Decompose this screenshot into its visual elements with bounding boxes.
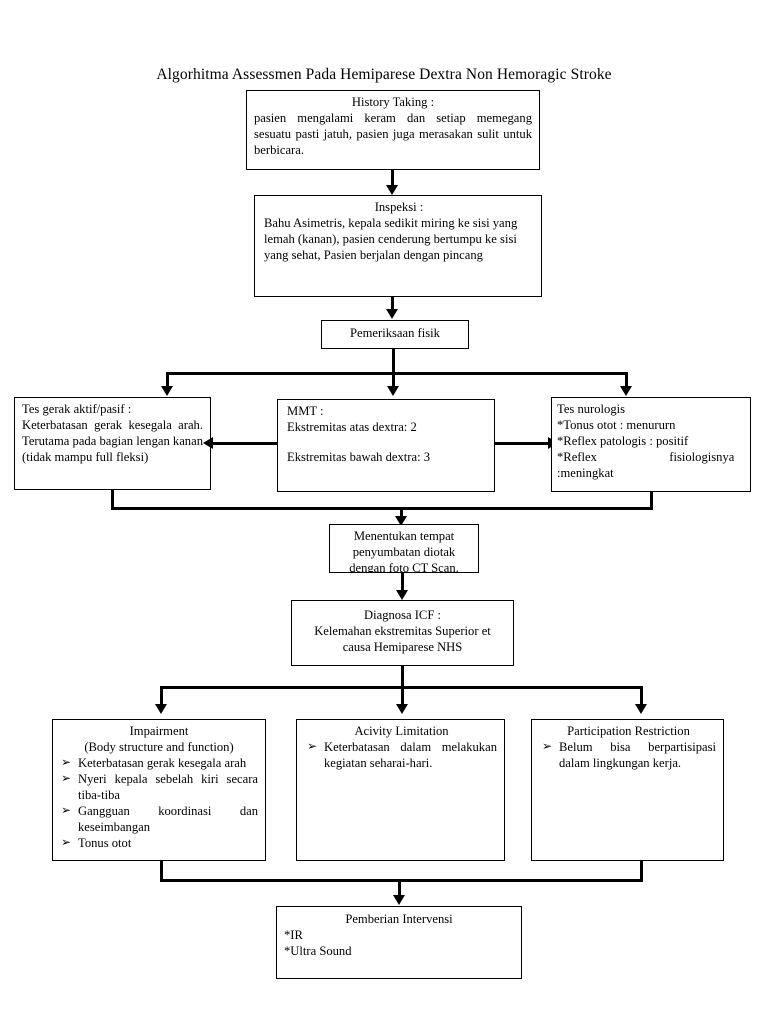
arrowhead-to-ct-scan bbox=[395, 516, 407, 526]
ct-scan-line-3: dengan foto CT Scan. bbox=[349, 560, 459, 573]
connector-impairment-down bbox=[160, 861, 163, 881]
intervensi-line-1: *IR bbox=[284, 927, 303, 942]
node-impairment: Impairment (Body structure and function)… bbox=[52, 719, 266, 861]
connector-mmt-to-tes-gerak bbox=[211, 442, 277, 445]
impairment-subheading: (Body structure and function) bbox=[84, 739, 234, 754]
connector-merge-stem-intervensi bbox=[398, 879, 401, 897]
node-tes-gerak: Tes gerak aktif/pasif : Keterbatasan ger… bbox=[14, 397, 211, 490]
diagnosa-line-2: causa Hemiparese NHS bbox=[342, 639, 463, 654]
connector-tes-gerak-down bbox=[111, 490, 114, 510]
list-item: ➢ Tonus otot bbox=[60, 835, 258, 852]
list-item: ➢ Keterbatasan gerak kesegala arah bbox=[60, 755, 258, 772]
arrowhead-to-participation bbox=[635, 704, 647, 714]
list-item-text: Nyeri kepala sebelah kiri secara tiba-ti… bbox=[78, 771, 258, 802]
arrowhead-ct-to-diagnosa bbox=[396, 590, 408, 600]
connector-branch-participation bbox=[640, 686, 643, 706]
node-mmt: MMT : Ekstremitas atas dextra: 2 Ekstrem… bbox=[277, 399, 495, 492]
arrowhead-bullet-icon: ➢ bbox=[61, 835, 72, 850]
intervensi-heading: Pemberian Intervensi bbox=[345, 912, 453, 926]
mmt-heading: MMT : bbox=[287, 404, 324, 418]
list-item-text: Gangguan koordinasi dan keseimbangan bbox=[78, 803, 258, 834]
connector-pemeriksaan-stem bbox=[392, 349, 395, 374]
connector-diagnosa-stem bbox=[401, 666, 404, 688]
arrowhead-mmt-to-tes-gerak bbox=[203, 437, 213, 449]
list-item: ➢ Gangguan koordinasi dan keseimbangan bbox=[60, 803, 258, 836]
intervensi-line-2: *Ultra Sound bbox=[284, 943, 352, 958]
ct-scan-line-1: Menentukan tempat bbox=[353, 529, 455, 543]
arrowhead-bullet-icon: ➢ bbox=[61, 771, 72, 786]
tes-nurologis-heading: Tes nurologis bbox=[557, 402, 626, 416]
list-item: ➢ Keterbatasan dalam melakukan kegiatan … bbox=[306, 739, 497, 772]
connector-inspeksi-to-pemeriksaan bbox=[391, 297, 394, 311]
list-item-text: Tonus otot bbox=[78, 835, 132, 850]
tes-nurologis-line-2: *Reflex patologis : positif bbox=[557, 433, 689, 448]
list-item: ➢ Nyeri kepala sebelah kiri secara tiba-… bbox=[60, 771, 258, 804]
connector-tes-nurologis-down bbox=[650, 492, 653, 510]
connector-merge-bus-ct bbox=[111, 507, 653, 510]
mmt-line-2: Ekstremitas bawah dextra: 3 bbox=[287, 449, 431, 464]
node-diagnosa-icf: Diagnosa ICF : Kelemahan ekstremitas Sup… bbox=[291, 600, 514, 666]
arrowhead-to-activity bbox=[396, 704, 408, 714]
diagnosa-line-1: Kelemahan ekstremitas Superior et bbox=[314, 623, 491, 638]
connector-mmt-to-tes-nurologis bbox=[495, 442, 551, 445]
node-pemberian-intervensi: Pemberian Intervensi *IR *Ultra Sound bbox=[276, 906, 522, 979]
participation-list: ➢ Belum bisa berpartisipasi dalam lingku… bbox=[541, 739, 716, 772]
activity-heading: Acivity Limitation bbox=[354, 724, 449, 738]
arrowhead-bullet-icon: ➢ bbox=[61, 755, 72, 770]
inspeksi-heading: Inspeksi : bbox=[374, 200, 424, 214]
connector-branch-tes-nurologis bbox=[625, 372, 628, 388]
node-tes-nurologis: Tes nurologis *Tonus otot : menururn *Re… bbox=[551, 397, 751, 492]
node-activity-limitation: Acivity Limitation ➢ Keterbatasan dalam … bbox=[296, 719, 505, 861]
participation-heading: Participation Restriction bbox=[567, 724, 690, 738]
pemeriksaan-label: Pemeriksaan fisik bbox=[350, 326, 440, 340]
arrowhead-to-tes-gerak bbox=[161, 386, 173, 396]
list-item-text: Keterbatasan dalam melakukan kegiatan se… bbox=[324, 739, 497, 770]
node-history-taking: History Taking : pasien mengalami keram … bbox=[246, 90, 540, 170]
node-participation-restriction: Participation Restriction ➢ Belum bisa b… bbox=[531, 719, 724, 861]
impairment-heading: Impairment bbox=[129, 724, 189, 738]
page-title: Algorhitma Assessmen Pada Hemiparese Dex… bbox=[156, 66, 612, 83]
tes-nurologis-line-4: :meningkat bbox=[557, 465, 614, 480]
diagnosa-heading: Diagnosa ICF : bbox=[364, 608, 441, 622]
inspeksi-body: Bahu Asimetris, kepala sedikit miring ke… bbox=[264, 215, 518, 262]
arrowhead-to-impairment bbox=[155, 704, 167, 714]
impairment-list: ➢ Keterbatasan gerak kesegala arah ➢ Nye… bbox=[60, 755, 258, 852]
node-ct-scan: Menentukan tempat penyumbatan diotak den… bbox=[329, 524, 479, 573]
list-item-text: Belum bisa berpartisipasi dalam lingkung… bbox=[559, 739, 716, 770]
connector-merge-stem-ct bbox=[400, 507, 403, 518]
list-item: ➢ Belum bisa berpartisipasi dalam lingku… bbox=[541, 739, 716, 772]
connector-branch-mmt bbox=[392, 372, 395, 388]
activity-list: ➢ Keterbatasan dalam melakukan kegiatan … bbox=[306, 739, 497, 772]
node-inspeksi: Inspeksi : Bahu Asimetris, kepala sediki… bbox=[254, 195, 542, 297]
arrowhead-history-to-inspeksi bbox=[386, 185, 398, 195]
connector-branch-activity bbox=[401, 686, 404, 706]
arrowhead-to-tes-nurologis bbox=[620, 386, 632, 396]
connector-branch-tes-gerak bbox=[166, 372, 169, 388]
arrowhead-bullet-icon: ➢ bbox=[61, 803, 72, 818]
connector-pemeriksaan-bus bbox=[166, 372, 628, 375]
ct-scan-line-2: penyumbatan diotak bbox=[352, 544, 456, 559]
node-pemeriksaan-fisik: Pemeriksaan fisik bbox=[321, 320, 469, 349]
arrowhead-bullet-icon: ➢ bbox=[542, 739, 553, 754]
tes-nurologis-line-1: *Tonus otot : menururn bbox=[557, 417, 676, 432]
tes-gerak-heading: Tes gerak aktif/pasif : bbox=[22, 402, 132, 416]
arrowhead-to-mmt bbox=[387, 386, 399, 396]
mmt-spacer bbox=[287, 436, 487, 450]
tes-gerak-body: Keterbatasan gerak kesegala arah. Teruta… bbox=[22, 417, 203, 464]
connector-ct-to-diagnosa bbox=[401, 573, 404, 592]
arrowhead-bullet-icon: ➢ bbox=[307, 739, 318, 754]
arrowhead-to-intervensi bbox=[393, 895, 405, 905]
list-item-text: Keterbatasan gerak kesegala arah bbox=[78, 755, 247, 770]
arrowhead-inspeksi-to-pemeriksaan bbox=[386, 309, 398, 319]
mmt-line-1: Ekstremitas atas dextra: 2 bbox=[287, 419, 417, 434]
connector-merge-bus-intervensi bbox=[160, 879, 643, 882]
history-heading: History Taking : bbox=[351, 95, 435, 109]
connector-history-to-inspeksi bbox=[391, 170, 394, 187]
connector-branch-impairment bbox=[160, 686, 163, 706]
connector-participation-down bbox=[640, 861, 643, 881]
history-body: pasien mengalami keram dan setiap memega… bbox=[254, 110, 532, 157]
tes-nurologis-line-3: *Reflex fisiologisnya bbox=[557, 449, 735, 464]
